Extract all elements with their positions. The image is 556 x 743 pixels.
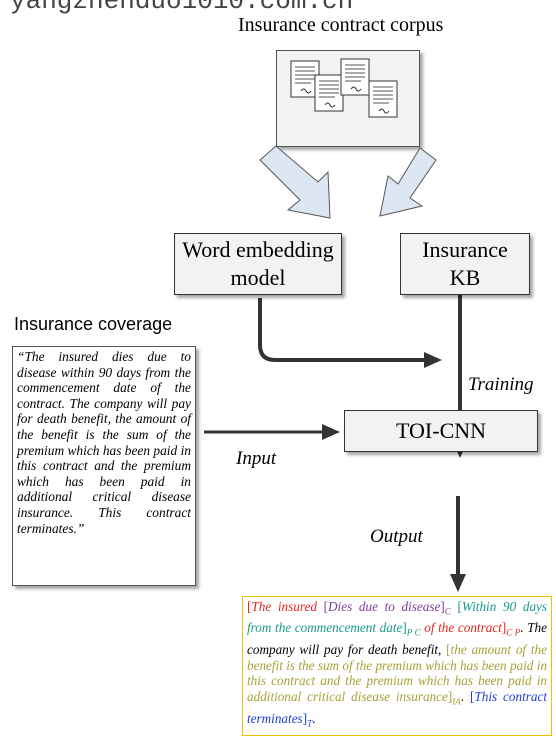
embedding-arrowhead [424, 352, 442, 368]
bracket: ] [440, 599, 445, 614]
annotated-output-box: [The insured [Dies due to disease]C [Wit… [242, 596, 552, 736]
embedding-to-training-line [258, 298, 425, 362]
bracket: [ [446, 641, 451, 657]
corpus-to-kb-arrow [379, 147, 437, 217]
term-amount: the amount of the benefit is the sum of … [247, 641, 548, 705]
bracket: ] [501, 620, 507, 636]
corpus-documents-icon [276, 50, 420, 147]
toi-cnn-label: TOI-CNN [395, 418, 487, 443]
training-label: Training [468, 374, 534, 395]
word-embedding-label: Word embedding model [182, 237, 334, 290]
output-label: Output [370, 526, 423, 547]
toi-cnn-box: TOI-CNN [344, 410, 538, 452]
ia-sub: IA [452, 696, 461, 707]
insurance-kb-label: Insurance KB [422, 237, 508, 290]
watermark-text: yangzhenduo1010.com.cn [10, 0, 354, 16]
insurance-coverage-quote: “The insured dies due to disease within … [12, 346, 196, 586]
word-embedding-model-box: Word embedding model [174, 233, 342, 295]
insurance-kb-box: Insurance KB [400, 233, 530, 295]
bracket: ] [447, 689, 453, 705]
bracket: [ [247, 599, 252, 614]
bracket: ] [302, 710, 308, 726]
input-arrowhead [322, 424, 340, 440]
term-of-contract: of the contract [424, 620, 502, 636]
bracket: [ [457, 599, 462, 614]
corpus-title: Insurance contract corpus [238, 14, 444, 36]
plain-text: . The company will pay for death benefit… [247, 620, 547, 657]
bracket: [ [470, 689, 475, 705]
period-sub: P C [406, 628, 421, 639]
input-label: Input [236, 448, 277, 469]
term-period: Within 90 days from the commencement dat… [247, 599, 548, 636]
term-condition: Dies due to disease [328, 599, 441, 614]
t-sub: T [307, 718, 313, 729]
cp-sub: C P [506, 628, 521, 639]
coverage-title: Insurance coverage [14, 314, 173, 334]
output-arrowhead [450, 574, 466, 592]
term-terminates: This contract terminates [247, 689, 548, 726]
bracket: ] [402, 620, 407, 636]
term-insured: The insured [251, 599, 317, 614]
bracket: [ [323, 599, 329, 614]
condition-sub: C [444, 606, 451, 617]
corpus-to-embedding-arrow [259, 145, 331, 219]
